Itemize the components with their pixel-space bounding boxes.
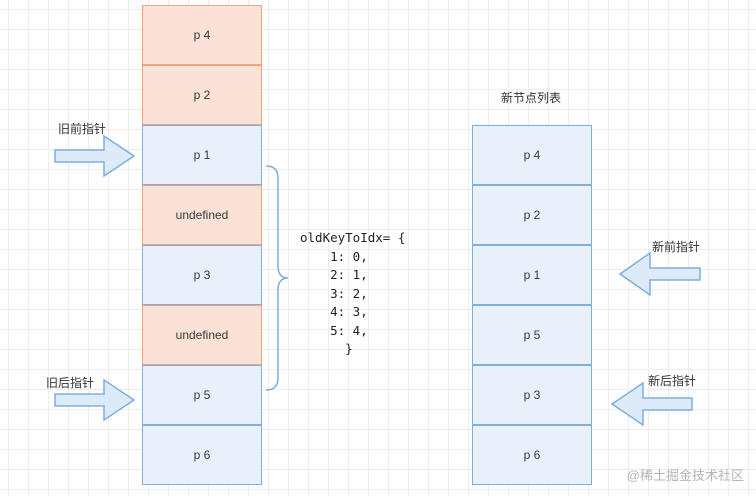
old-node-label: undefined: [175, 208, 229, 222]
map-code-line: 5: 4,: [300, 322, 368, 338]
old-node-cell: p 2: [142, 65, 262, 125]
old-node-cell: p 4: [142, 5, 262, 65]
curly-brace: [265, 165, 289, 391]
old-end-pointer-label: 旧后指针: [46, 376, 95, 390]
old-node-label: p 5: [193, 388, 211, 402]
old-node-label: p 3: [193, 268, 211, 282]
new-start-pointer-label: 新前指针: [652, 240, 701, 254]
old-node-list: p 4 p 2 p 1 undefined p 3 undefined p 5 …: [142, 5, 262, 487]
new-node-cell: p 1: [472, 245, 592, 305]
new-node-label: p 3: [523, 388, 541, 402]
old-node-label: undefined: [175, 328, 229, 342]
old-node-cell: p 6: [142, 425, 262, 485]
old-end-pointer-arrow: [54, 378, 136, 422]
new-node-label: p 4: [523, 148, 541, 162]
new-list-title: 新节点列表: [501, 91, 562, 105]
new-node-cell: p 2: [472, 185, 592, 245]
new-start-pointer-arrow: [618, 251, 701, 297]
new-node-label: p 2: [523, 208, 541, 222]
old-start-pointer-label: 旧前指针: [58, 122, 107, 136]
map-code-line: 1: 0,: [300, 248, 368, 264]
old-key-to-idx-map: oldKeyToIdx= { 1: 0, 2: 1, 3: 2, 4: 3, 5…: [300, 229, 405, 359]
old-node-label: p 2: [193, 88, 211, 102]
map-code-line: }: [300, 341, 353, 356]
old-node-cell: p 3: [142, 245, 262, 305]
new-node-list: p 4 p 2 p 1 p 5 p 3 p 6: [472, 125, 592, 487]
old-node-label: p 1: [193, 148, 211, 162]
old-node-label: p 6: [193, 448, 211, 462]
map-code-line: 3: 2,: [300, 285, 368, 301]
new-node-cell: p 5: [472, 305, 592, 365]
old-node-cell: p 1: [142, 125, 262, 185]
watermark: @稀土掘金技术社区: [626, 468, 744, 483]
map-code-line: 4: 3,: [300, 304, 368, 319]
new-node-cell: p 3: [472, 365, 592, 425]
map-code-line: 2: 1,: [300, 267, 368, 282]
old-start-pointer-arrow: [54, 134, 136, 178]
new-node-label: p 6: [523, 448, 541, 462]
new-end-pointer-label: 新后指针: [648, 374, 697, 388]
new-node-label: p 5: [523, 328, 541, 342]
new-end-pointer-arrow: [610, 381, 693, 427]
old-node-label: p 4: [193, 28, 211, 42]
old-node-cell: undefined: [142, 185, 262, 245]
new-node-cell: p 4: [472, 125, 592, 185]
new-node-cell: p 6: [472, 425, 592, 485]
old-node-cell: undefined: [142, 305, 262, 365]
old-node-cell: p 5: [142, 365, 262, 425]
map-code-line: oldKeyToIdx= {: [300, 230, 406, 245]
new-node-label: p 1: [523, 268, 541, 282]
